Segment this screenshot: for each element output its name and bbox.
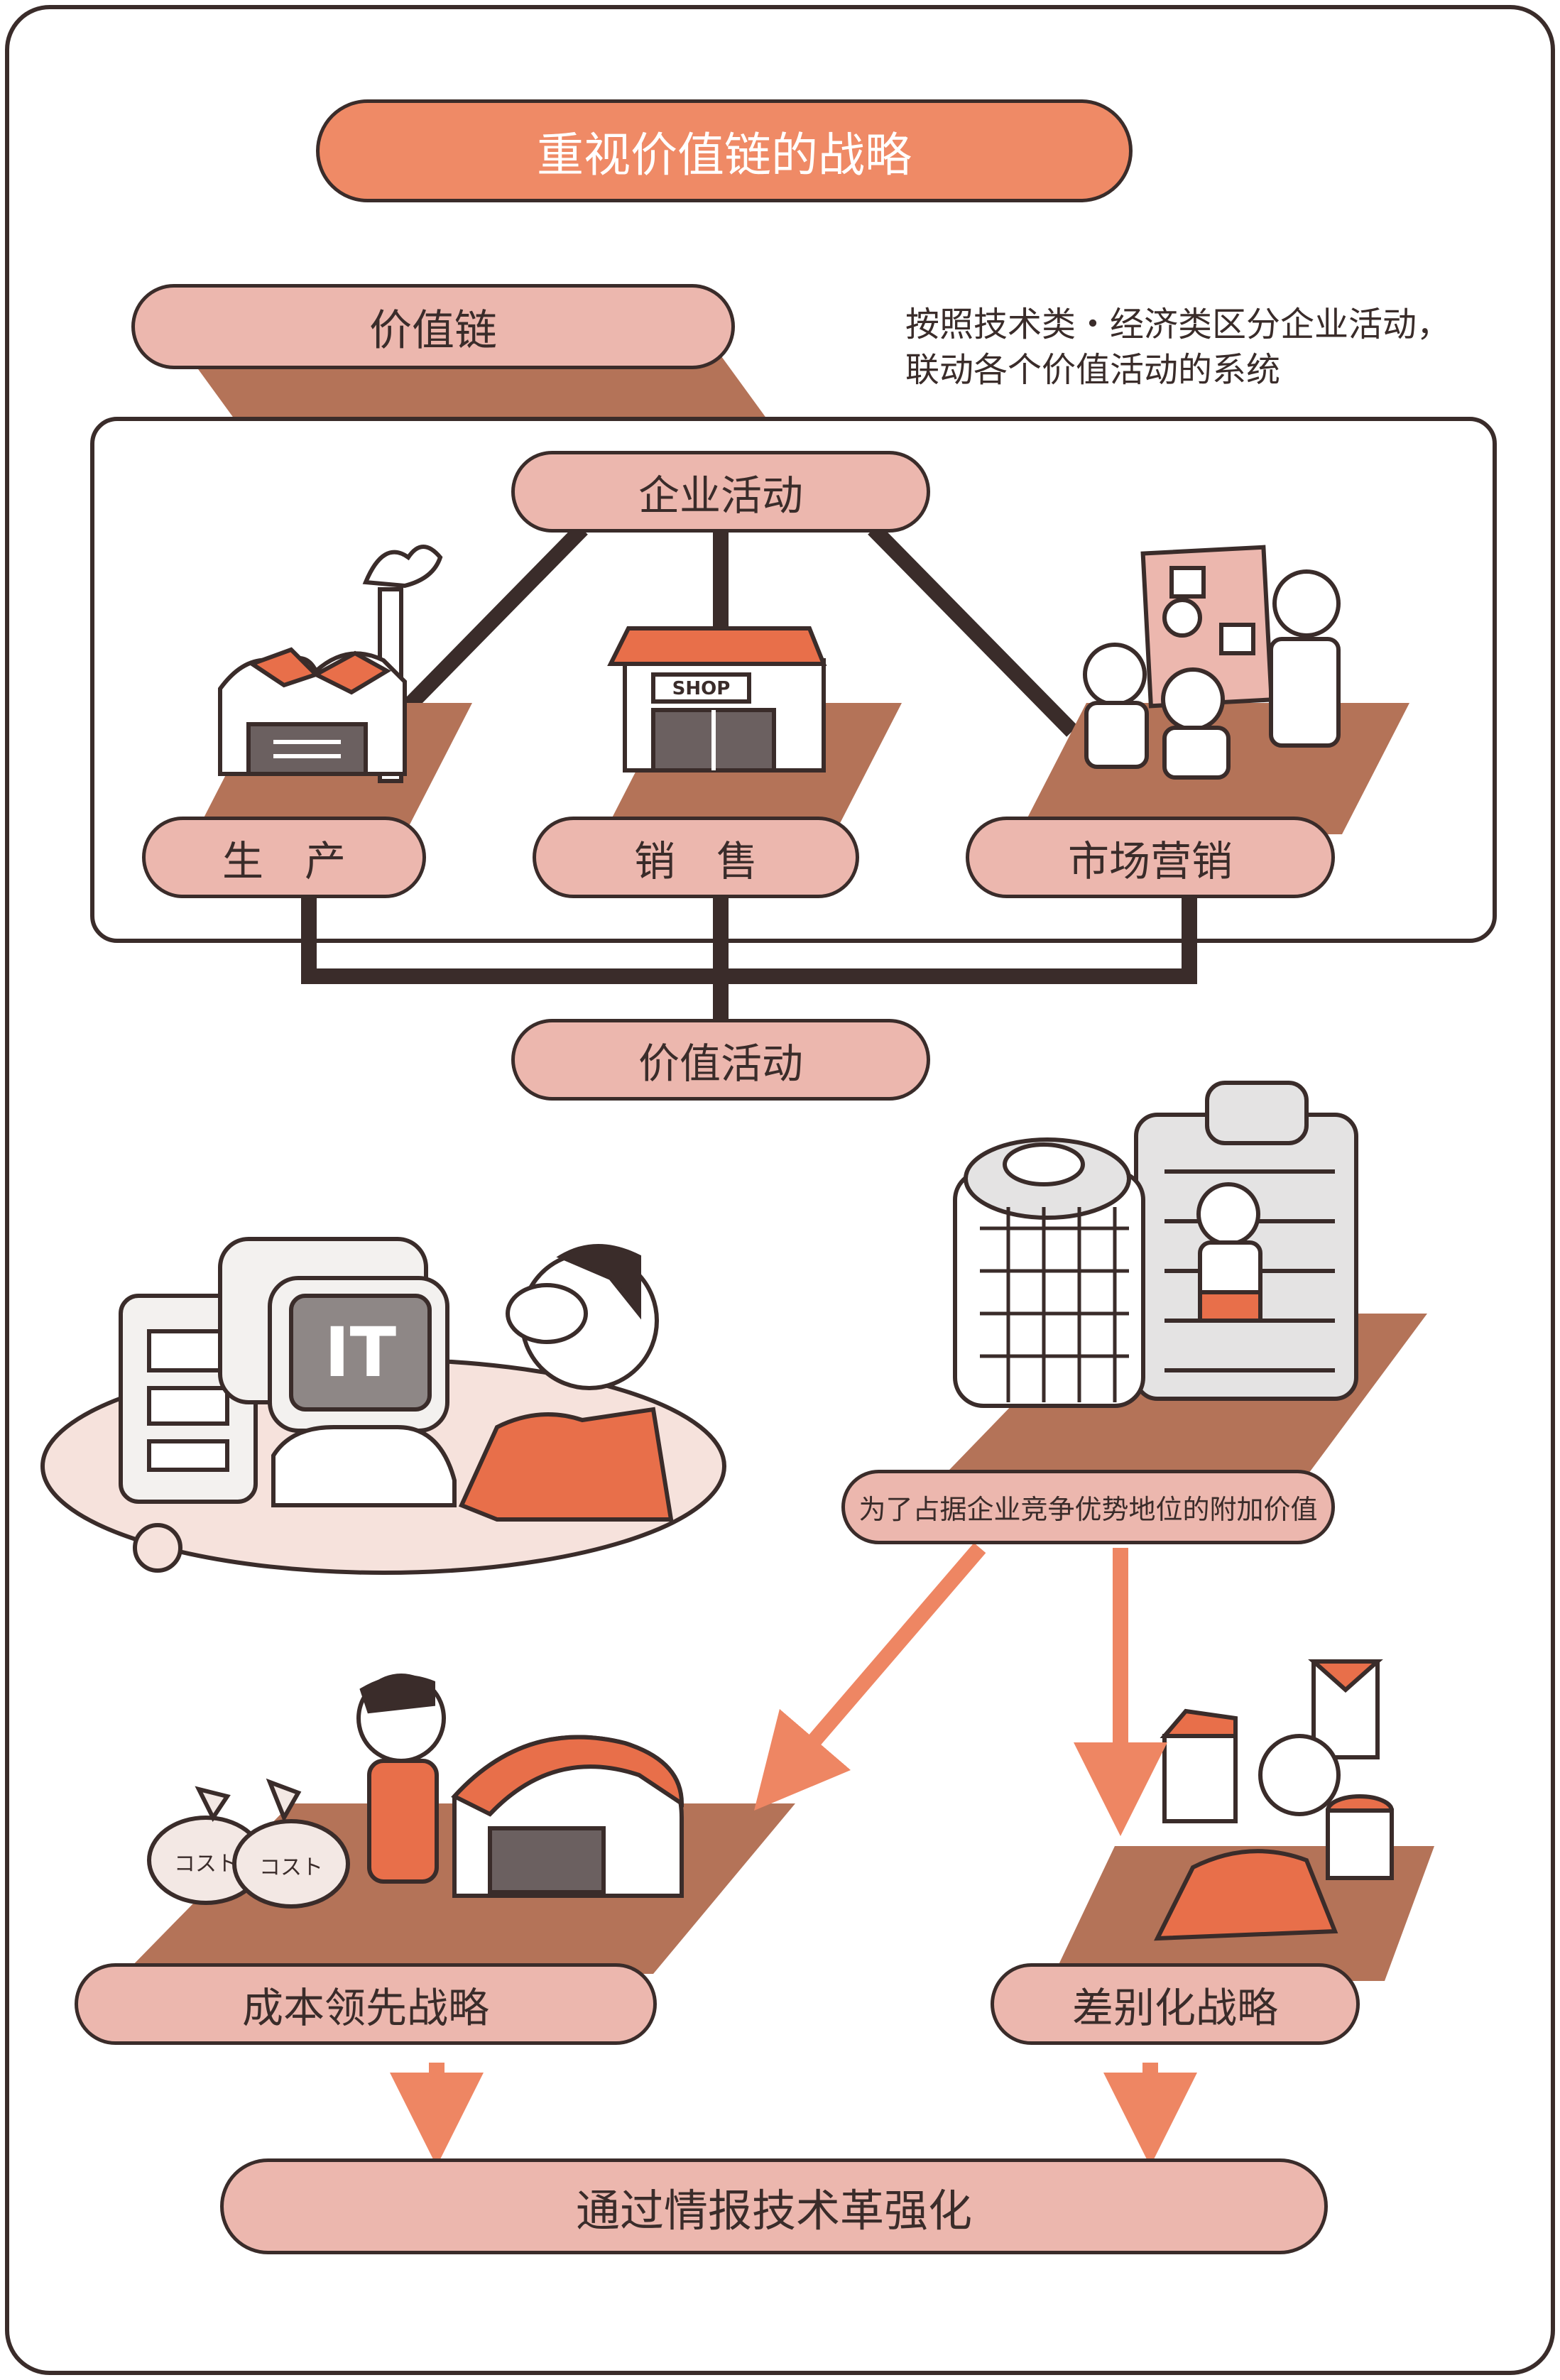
page-title: 重视价值链的战略 xyxy=(316,99,1133,202)
cost-illustration xyxy=(147,1674,684,1909)
activity-connectors xyxy=(301,523,1197,1022)
cost-bag-label-2: コスト xyxy=(259,1855,323,1880)
computer-screen-text: IT xyxy=(324,1313,397,1392)
description-line-2: 联动各个价值活动的系统 xyxy=(905,350,1281,390)
activity-marketing: 市场营销 xyxy=(966,817,1335,898)
flow-arrows xyxy=(390,1542,1197,2166)
added-value-label: 为了占据企业竞争优势地位的附加价值 xyxy=(841,1470,1335,1544)
value-activity-label: 价值活动 xyxy=(511,1019,930,1101)
strategy-differentiation: 差别化战略 xyxy=(991,1963,1360,2045)
business-activity-label: 企业活动 xyxy=(511,451,930,533)
activity-production: 生 产 xyxy=(142,817,426,898)
description-line-1: 按照技术类・经济类区分企业活动， xyxy=(905,305,1451,344)
differentiation-illustration xyxy=(1154,1659,1394,1941)
computer-illustration xyxy=(40,1237,726,1575)
shop-illustration xyxy=(607,626,827,773)
factory-illustration xyxy=(218,545,443,783)
activity-sales: 销 售 xyxy=(533,817,859,898)
value-chain-description: 按照技术类・经济类区分企业活动， 联动各个价值活动的系统 xyxy=(905,302,1530,393)
arrow-to-cost xyxy=(753,1542,986,1811)
cost-bag-label-1: コスト xyxy=(174,1852,238,1877)
buildings-illustration xyxy=(953,1081,1358,1408)
value-chain-label: 价值链 xyxy=(131,284,735,369)
shop-sign: SHOP xyxy=(672,678,731,699)
conclusion-label: 通过情报技术革强化 xyxy=(220,2158,1328,2254)
marketing-illustration xyxy=(1083,545,1341,780)
strategy-cost-leadership: 成本领先战略 xyxy=(75,1963,657,2045)
